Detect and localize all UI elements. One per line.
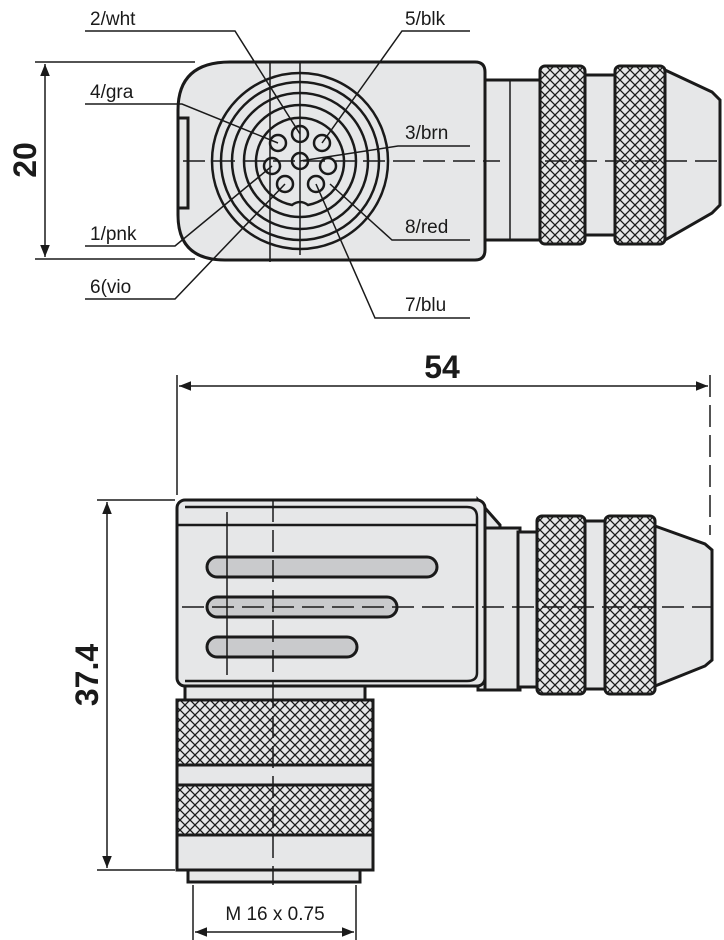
knurled-ring bbox=[538, 64, 587, 246]
knurled-ring bbox=[603, 514, 657, 696]
leader-lines bbox=[85, 30, 470, 319]
dimension-length: 54 bbox=[424, 349, 460, 385]
pin-label-6: 6(vio bbox=[90, 277, 131, 298]
dimension-height-front: 20 bbox=[7, 142, 43, 178]
side-view: 54 37.4 M 16 x 0. bbox=[69, 349, 714, 940]
front-view: 2/wht 5/blk 4/gra 3/brn 1/pnk 8/red 6(vi… bbox=[7, 9, 722, 319]
pin-label-3: 3/brn bbox=[405, 123, 448, 144]
knurled-ring bbox=[175, 783, 375, 837]
pin-label-8: 8/red bbox=[405, 217, 448, 238]
sleeve bbox=[483, 78, 547, 242]
cable-nut bbox=[663, 67, 722, 243]
pin-label-7: 7/blu bbox=[405, 295, 446, 316]
dimension-thread: M 16 x 0.75 bbox=[225, 904, 324, 925]
knurled-ring bbox=[175, 698, 375, 767]
vent-slot bbox=[205, 635, 359, 659]
dimension-height-side: 37.4 bbox=[69, 644, 105, 706]
pin-label-5: 5/blk bbox=[405, 9, 446, 30]
knurled-ring bbox=[535, 514, 587, 696]
pin-label-1: 1/pnk bbox=[90, 224, 137, 245]
vent-slot bbox=[205, 555, 439, 579]
cable-nut bbox=[653, 523, 714, 689]
knurled-ring bbox=[613, 64, 667, 246]
pin-label-2: 2/wht bbox=[90, 9, 136, 30]
pin-label-4: 4/gra bbox=[90, 82, 134, 103]
